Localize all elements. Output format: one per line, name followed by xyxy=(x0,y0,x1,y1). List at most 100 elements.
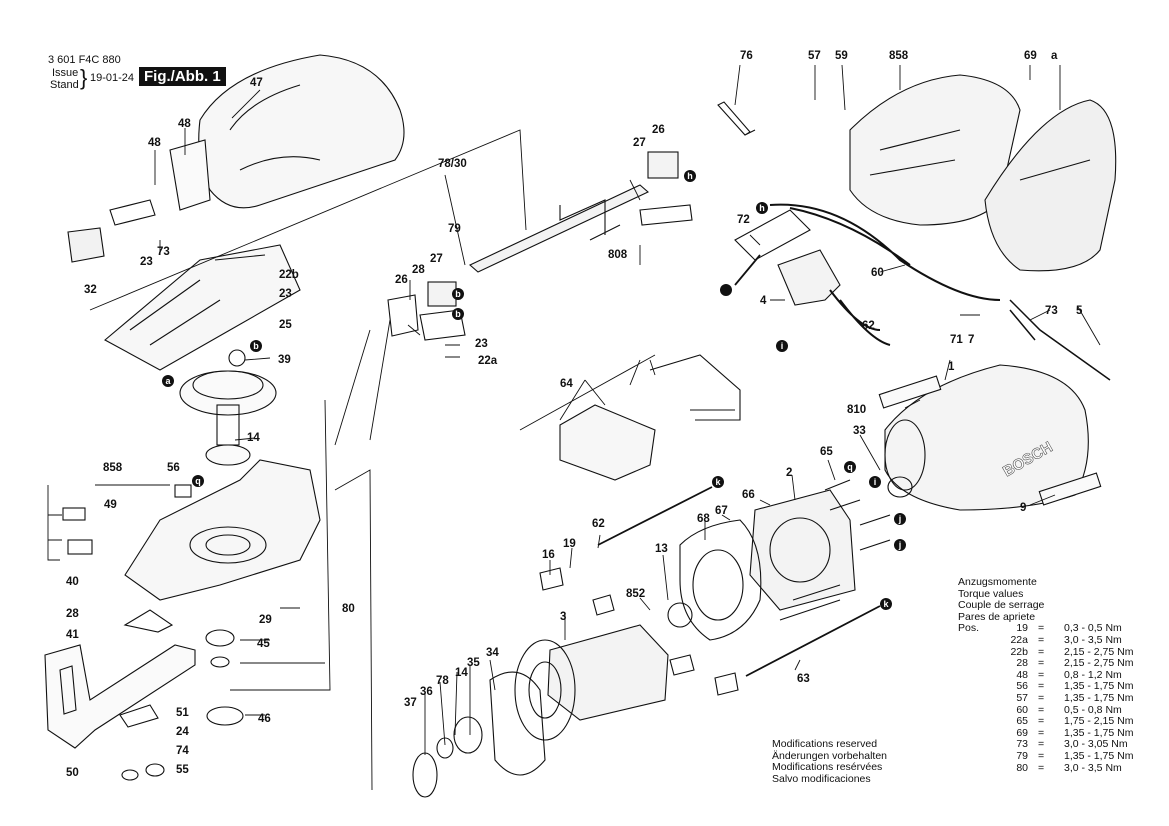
callout-text: 19 xyxy=(563,538,576,550)
torque-value: 1,35 - 1,75 Nm xyxy=(1064,680,1134,693)
torque-row: 80=3,0 - 3,5 Nm xyxy=(958,761,1154,775)
part-858-handle-right xyxy=(984,99,1117,272)
callout-text: 71 xyxy=(950,334,963,346)
torque-eq: = xyxy=(1038,680,1045,693)
torque-eq: = xyxy=(1038,633,1045,646)
marker-text: b xyxy=(253,341,259,351)
stand-label: Stand xyxy=(50,79,79,91)
torque-title-fr: Couple de serrage xyxy=(958,599,1045,612)
callout-text: 858 xyxy=(889,50,909,62)
issue-date: 19-01-24 xyxy=(90,72,135,84)
torque-row: 69=1,35 - 1,75 Nm xyxy=(958,727,1154,740)
torque-pos: 19 xyxy=(1016,622,1028,635)
callout-text: 48 xyxy=(178,118,191,130)
torque-row: 79=1,35 - 1,75 Nm xyxy=(958,749,1154,763)
torque-pos: 56 xyxy=(1016,680,1028,693)
part-14-bearing xyxy=(205,444,251,466)
callout-text: 41 xyxy=(66,629,79,641)
part-drawings xyxy=(44,54,1117,798)
pos-label xyxy=(958,728,988,740)
torque-row: 73=3,0 - 3,05 Nm xyxy=(958,739,1154,751)
torque-row: Pos.19=0,3 - 0,5 Nm xyxy=(958,623,1154,635)
callout-text: 68 xyxy=(697,513,710,525)
part-74-hex-key xyxy=(717,101,756,136)
callout-text: 14 xyxy=(455,667,468,679)
callout-text: 57 xyxy=(808,50,821,62)
issue-label: Issue xyxy=(52,67,79,79)
callout-text: 36 xyxy=(420,686,433,698)
torque-title-de: Anzugsmomente xyxy=(958,576,1037,588)
callout-text: 858 xyxy=(103,462,123,474)
callout-text: 27 xyxy=(430,253,443,265)
part-78-rod xyxy=(469,184,649,273)
callout-text: 4 xyxy=(760,295,767,307)
callout-text: 56 xyxy=(167,462,180,474)
torque-value: 0,3 - 0,5 Nm xyxy=(1064,622,1122,635)
torque-eq: = xyxy=(1038,668,1045,681)
pos-label xyxy=(958,716,988,728)
part-852-switch xyxy=(62,507,86,521)
callout-text: 29 xyxy=(259,614,272,626)
callout-text: 73 xyxy=(157,246,170,258)
part-5-cord xyxy=(1009,299,1111,381)
callout-text: 34 xyxy=(486,647,499,659)
callout-text: 24 xyxy=(176,726,189,738)
torque-pos: 80 xyxy=(1016,761,1028,774)
callout-text: 27 xyxy=(633,137,646,149)
callout-text: 32 xyxy=(84,284,97,296)
torque-row: 22a=3,0 - 3,5 Nm xyxy=(958,633,1154,647)
leader-lines xyxy=(47,64,1101,791)
document-number: 3 601 F4C 880 xyxy=(48,54,121,66)
torque-row: 28=2,15 - 2,75 Nm xyxy=(958,658,1154,670)
callout-text: 25 xyxy=(279,319,292,331)
marker-text: b xyxy=(455,309,461,319)
marker-text: h xyxy=(687,171,693,181)
torque-table: Anzugsmomente Torque values Couple de se… xyxy=(958,576,1154,774)
torque-value: 1,35 - 1,75 Nm xyxy=(1064,749,1134,762)
marker-text: j xyxy=(898,514,902,524)
pos-label xyxy=(958,763,988,775)
torque-row: 22b=2,15 - 2,75 Nm xyxy=(958,645,1154,659)
callout-text: 35 xyxy=(467,657,480,669)
torque-row: 57=1,35 - 1,75 Nm xyxy=(958,691,1154,705)
callout-text: 60 xyxy=(871,267,884,279)
part-40-lever xyxy=(123,609,174,633)
label-808 xyxy=(878,375,942,409)
torque-value: 3,0 - 3,5 Nm xyxy=(1064,633,1122,646)
torque-pos: 48 xyxy=(1016,668,1028,681)
figure-label: Fig./Abb. 1 xyxy=(139,67,226,86)
callout-text: 852 xyxy=(626,588,645,600)
pos-label xyxy=(958,647,988,659)
pos-label xyxy=(958,751,988,763)
part-45-ring xyxy=(206,706,244,726)
part-26-guide-block xyxy=(647,151,679,179)
pos-label: Pos. xyxy=(958,622,980,635)
callout-text: 14 xyxy=(247,432,260,444)
marker-text: h xyxy=(759,203,765,213)
torque-row: 60=0,5 - 0,8 Nm xyxy=(958,704,1154,717)
torque-pos: 22b xyxy=(1010,645,1028,658)
torque-value: 1,35 - 1,75 Nm xyxy=(1064,691,1134,704)
part-71-board xyxy=(734,209,811,261)
part-33-disc xyxy=(489,671,546,776)
callout-text: 66 xyxy=(742,489,755,501)
part-4-switch xyxy=(777,249,841,306)
part-2-stator xyxy=(749,489,856,611)
pos-label xyxy=(958,739,988,751)
part-1-motor-housing xyxy=(884,364,1089,511)
part-32-bearing xyxy=(887,476,913,498)
torque-pos: 57 xyxy=(1016,691,1028,704)
callout-text: 80 xyxy=(342,603,355,615)
letter-markers: a b b b h h i i j j k k q q xyxy=(162,170,906,610)
torque-pos: 73 xyxy=(1016,738,1028,751)
modifications-notice: Modifications reserved Änderungen vorbeh… xyxy=(772,738,887,785)
part-16-brush-holder xyxy=(539,567,564,591)
callout-text: 76 xyxy=(740,50,753,62)
callout-text: 48 xyxy=(148,137,161,149)
callout-text: 40 xyxy=(66,576,79,588)
callout-text: 7 xyxy=(968,334,974,346)
part-41-bearing xyxy=(205,629,235,647)
part-36-ring xyxy=(412,752,438,798)
callout-text: 22b xyxy=(279,269,299,281)
